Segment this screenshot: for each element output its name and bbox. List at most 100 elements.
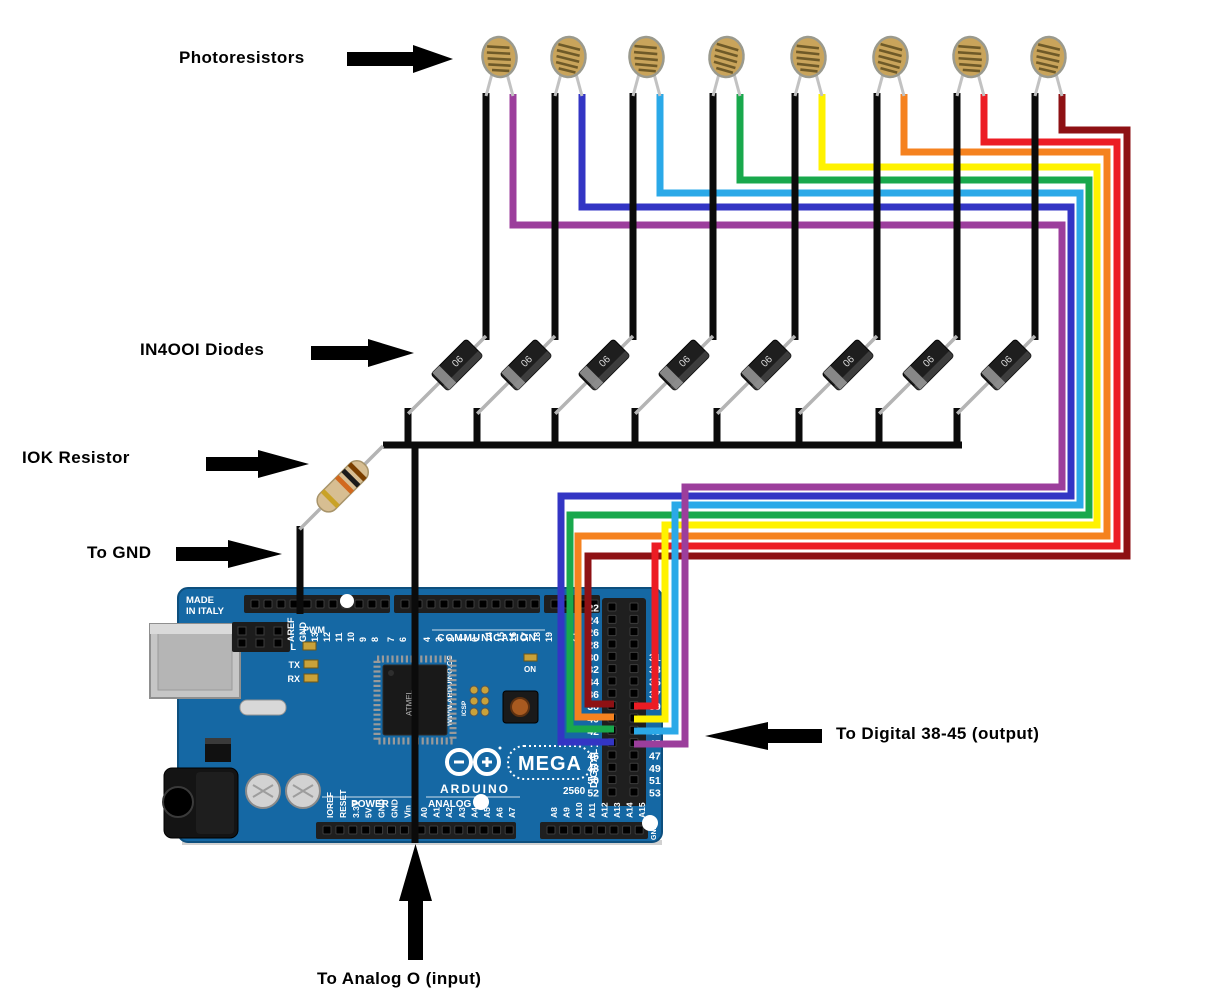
pin-label: 10	[346, 632, 356, 642]
photoresistor-head	[1030, 35, 1067, 79]
pin-hole	[629, 775, 639, 785]
pin-hole	[629, 614, 639, 624]
diode-in4001: 06	[475, 334, 557, 416]
pin-hole	[322, 825, 332, 835]
photoresistor	[1030, 35, 1067, 97]
digital-pin-label: 50	[587, 775, 599, 787]
reset-button	[502, 690, 539, 724]
pin-label: A6	[495, 807, 505, 818]
photoresistor-leg	[955, 71, 965, 97]
diode-band	[501, 365, 526, 390]
pin-label: 9	[358, 637, 368, 642]
photoresistor	[872, 35, 909, 97]
on-led	[523, 653, 538, 662]
photoresistor-leg	[793, 71, 803, 97]
pin-hole	[629, 651, 639, 661]
pin-hole	[367, 599, 377, 609]
pin-label: 11	[334, 632, 344, 642]
resistor-10k	[298, 444, 385, 531]
pin-hole	[607, 676, 617, 686]
pin-label: 1	[458, 637, 468, 642]
pin-hole	[607, 762, 617, 772]
diodes-arrow-icon	[311, 339, 414, 367]
mega-badge: MEGA	[507, 745, 593, 780]
digital-pin-label: 36	[587, 689, 599, 701]
red-wire-to-pin-39	[634, 94, 1121, 710]
arduino-logo	[445, 746, 502, 776]
photoresistor-head	[952, 35, 989, 79]
photoresistor	[550, 35, 587, 97]
led-tx-label: TX	[288, 660, 300, 670]
pin-hole	[607, 602, 617, 612]
power-section-label: POWER	[351, 799, 390, 810]
digital-pin-label: 47	[649, 750, 661, 762]
led-rx-label: RX	[287, 674, 300, 684]
diode-band	[903, 365, 928, 390]
digital-pin-label: 53	[649, 787, 661, 799]
pin-label: 7	[386, 637, 396, 642]
pin-hole	[629, 639, 639, 649]
pin-hole	[629, 750, 639, 760]
photoresistor-head	[872, 35, 909, 79]
pin-hole	[504, 599, 514, 609]
photoresistor	[708, 35, 745, 97]
capacitor	[285, 773, 321, 809]
pin-hole	[629, 627, 639, 637]
diode-in4001: 06	[955, 334, 1037, 416]
photoresistor-leg	[631, 71, 641, 97]
usb-connector	[149, 623, 241, 699]
diode-band	[823, 365, 848, 390]
cyan-wire-to-pin-43	[634, 94, 1084, 735]
diode-in4001: 06	[877, 334, 959, 416]
pin-hole	[263, 599, 273, 609]
photoresistor-leg	[896, 71, 906, 97]
pin-label: 19	[544, 632, 554, 642]
gnd-corner-label: GND	[651, 824, 658, 840]
pin-hole	[629, 664, 639, 674]
photoresistors-label: Photoresistors	[179, 48, 305, 67]
mounting-hole	[642, 815, 658, 831]
band-gold	[320, 489, 340, 509]
pin-hole	[250, 599, 260, 609]
crystal-oscillator	[239, 699, 287, 716]
digital-pin-label: 30	[587, 652, 599, 664]
photoresistor	[628, 35, 665, 97]
green-wire-to-pin-42	[566, 94, 1093, 733]
digital-pin-label: 48	[587, 763, 599, 775]
pin-label: 0	[470, 637, 480, 642]
diode-band	[432, 365, 457, 390]
pin-label: A4	[469, 807, 479, 818]
pin-hole	[400, 599, 410, 609]
digital-pin-label: 26	[587, 627, 599, 639]
pin-label: GND	[298, 622, 308, 643]
pin-label: A14	[625, 802, 635, 818]
yellow-wire-to-pin-41	[634, 94, 1101, 723]
pin-hole	[374, 825, 384, 835]
pin-hole	[429, 825, 439, 835]
band-brown	[347, 462, 367, 482]
digital-pin-label: 32	[587, 664, 599, 676]
pin-label: IOREF	[325, 792, 335, 818]
pin-hole	[634, 825, 644, 835]
diodes-label: IN4OOI Diodes	[140, 340, 265, 359]
pin-hole	[354, 599, 364, 609]
to-analog-label: To Analog O (input)	[317, 969, 482, 988]
pin-hole	[454, 825, 464, 835]
pin-hole	[504, 825, 514, 835]
analog-arrow-icon	[399, 844, 432, 960]
diode-in4001: 06	[633, 334, 715, 416]
diode-band	[659, 365, 684, 390]
digital-arrow-icon	[705, 722, 822, 750]
photoresistor-leg	[574, 71, 584, 97]
pin-label: 18	[532, 632, 542, 642]
pin-hole	[607, 651, 617, 661]
led-l-label: L	[291, 642, 297, 652]
pin-hole	[361, 825, 371, 835]
photoresistor-head	[790, 35, 827, 79]
gnd-arrow-icon	[176, 540, 282, 568]
purple-wire-to-pin-45	[509, 94, 1066, 748]
pin-label: 14	[484, 632, 494, 642]
made-in-line1: MADE	[186, 595, 214, 606]
capacitor	[245, 773, 281, 809]
pin-hole	[530, 599, 540, 609]
